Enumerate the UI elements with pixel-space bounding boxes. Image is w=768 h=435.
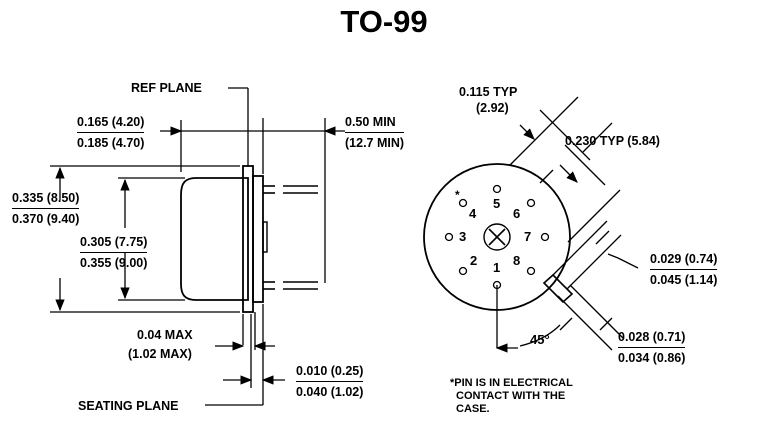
dim-tab-length-bottom: 0.034 (0.86): [618, 351, 686, 365]
pin-4-hole: [458, 198, 468, 208]
pin-6-hole: [526, 198, 536, 208]
pin-4-label: 4: [469, 206, 477, 221]
dim-tab-width-top: 0.029 (0.74): [650, 252, 718, 270]
dim-length-bottom: 0.185 (4.70): [77, 136, 145, 150]
dim-lead-top: 0.50 MIN: [345, 115, 405, 133]
dim-cap-dia-top: 0.305 (7.75): [80, 235, 148, 253]
dim-lead-length: 0.50 MIN (12.7 MIN): [345, 115, 405, 150]
ref-plane-label: REF PLANE: [131, 81, 202, 95]
side-view-dimension-lines: [55, 87, 345, 406]
dim-cap-diameter: 0.305 (7.75) 0.355 (9.00): [80, 235, 148, 270]
angle-label: 45°: [530, 332, 550, 347]
dim-standoff-bottom: 0.040 (1.02): [296, 385, 364, 399]
dim-pin-spacing-bottom: (2.92): [476, 101, 509, 115]
dim-tab-length-top: 0.028 (0.71): [618, 330, 686, 348]
pin-8-hole: [526, 266, 536, 276]
seating-plane-label: SEATING PLANE: [78, 399, 179, 413]
dim-tab-length: 0.028 (0.71) 0.034 (0.86): [618, 330, 686, 365]
dim-pin-circle: 0.230 TYP (5.84): [565, 134, 660, 148]
dim-body-diameter: 0.335 (8.50) 0.370 (9.40): [12, 191, 80, 226]
dim-standoff-top: 0.010 (0.25): [296, 364, 364, 382]
dim-body-dia-bottom: 0.370 (9.40): [12, 212, 80, 226]
dim-body-dia-top: 0.335 (8.50): [12, 191, 80, 209]
dim-standoff: 0.010 (0.25) 0.040 (1.02): [296, 364, 364, 399]
case-contact-note-line-2: CONTACT WITH THE: [456, 390, 566, 402]
bottom-view-dimension-lines: [495, 96, 639, 353]
dim-length-top: 0.165 (4.20): [77, 115, 145, 133]
dim-pin-spacing-top: 0.115 TYP: [459, 85, 518, 99]
case-contact-note-line-1: *PIN IS IN ELECTRICAL: [450, 377, 573, 389]
dim-tab-width-bottom: 0.045 (1.14): [650, 273, 718, 287]
pin-4-star: *: [455, 188, 460, 202]
dim-lead-bottom: (12.7 MIN): [345, 136, 405, 150]
package-title: TO-99: [340, 4, 428, 39]
dim-cap-dia-bottom: 0.355 (9.00): [80, 256, 148, 270]
pin-2-hole: [458, 266, 468, 276]
dim-length: 0.165 (4.20) 0.185 (4.70): [77, 115, 145, 150]
dim-flange-top: 0.04 MAX: [137, 328, 193, 342]
pin-8-label: 8: [513, 253, 521, 268]
pin-6-label: 6: [513, 206, 521, 221]
side-view-outline: [180, 165, 318, 313]
pin-1-label: 1: [493, 260, 501, 275]
dim-tab-width: 0.029 (0.74) 0.045 (1.14): [650, 252, 718, 287]
pin-5-label: 5: [493, 196, 501, 211]
pin-3-hole: [444, 232, 454, 242]
case-contact-note-line-3: CASE.: [456, 403, 490, 415]
pin-7-label: 7: [524, 229, 532, 244]
pin-2-label: 2: [470, 253, 478, 268]
pin-5-hole: [492, 184, 502, 194]
pin-3-label: 3: [459, 229, 467, 244]
pin-7-hole: [540, 232, 550, 242]
dim-flange-bottom: (1.02 MAX): [128, 347, 192, 361]
